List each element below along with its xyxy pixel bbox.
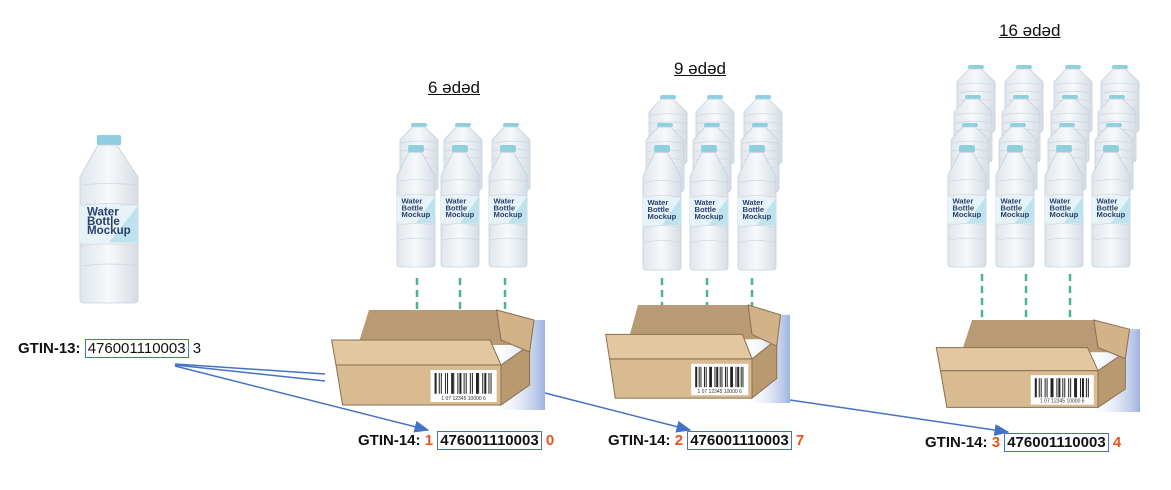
svg-text:Bottle: Bottle — [953, 203, 975, 212]
svg-text:Mockup: Mockup — [743, 212, 772, 221]
svg-text:Mockup: Mockup — [953, 210, 982, 219]
svg-text:1 07 12345 10000 6: 1 07 12345 10000 6 — [697, 389, 742, 395]
svg-text:Water: Water — [1097, 197, 1118, 206]
svg-text:Bottle: Bottle — [494, 203, 516, 212]
gtin14-code-1: GTIN-14: 1 476001110003 0 — [358, 431, 555, 450]
svg-text:Bottle: Bottle — [743, 205, 765, 214]
check-digit: 0 — [545, 432, 555, 449]
svg-text:Bottle: Bottle — [648, 205, 670, 214]
svg-text:Water: Water — [695, 198, 716, 207]
svg-text:Water: Water — [1050, 197, 1071, 206]
svg-text:Water: Water — [648, 198, 669, 207]
svg-text:Bottle: Bottle — [446, 203, 468, 212]
svg-text:Water: Water — [494, 197, 515, 206]
gtin14-label: GTIN-14: — [608, 432, 671, 449]
svg-text:Water: Water — [87, 206, 119, 219]
indicator-digit: 2 — [674, 432, 684, 449]
gtin13-label: GTIN-13: — [18, 340, 81, 357]
indicator-digit: 3 — [991, 434, 1001, 451]
svg-text:1 07 12345 10000 6: 1 07 12345 10000 6 — [1040, 399, 1085, 405]
gtin13-check-digit: 3 — [192, 340, 202, 357]
gtin14-code-3: GTIN-14: 3 476001110003 4 — [925, 433, 1122, 452]
svg-text:Water: Water — [743, 198, 764, 207]
gtin14-label: GTIN-14: — [925, 434, 988, 451]
svg-text:Mockup: Mockup — [648, 212, 677, 221]
gtin13-code: GTIN-13: 476001110003 3 — [18, 339, 202, 358]
svg-text:Bottle: Bottle — [87, 215, 120, 228]
gtin14-code-2: GTIN-14: 2 476001110003 7 — [608, 431, 805, 450]
bottle-group-9: WaterBottleMockupWaterBottleMockupWaterB… — [642, 95, 783, 333]
connector-arrows — [174, 363, 1010, 436]
svg-text:Bottle: Bottle — [402, 203, 424, 212]
gtin14-base: 476001110003 — [1004, 433, 1109, 452]
quantity-label-9: 9 ədəd — [674, 59, 726, 78]
barcode-label: 1 07 12345 10000 6 — [691, 363, 749, 395]
svg-text:Water: Water — [953, 197, 974, 206]
svg-text:Mockup: Mockup — [695, 212, 724, 221]
svg-text:Bottle: Bottle — [1050, 203, 1072, 212]
quantity-label-6: 6 ədəd — [428, 78, 480, 97]
quantity-label-16: 16 ədəd — [999, 21, 1061, 40]
cardboard-box: 1 07 12345 10000 6 — [331, 309, 545, 410]
cardboard-box: 1 07 12345 10000 6 — [935, 319, 1140, 412]
svg-text:Mockup: Mockup — [1001, 210, 1030, 219]
gtin14-base: 476001110003 — [687, 431, 792, 450]
svg-text:Mockup: Mockup — [87, 224, 131, 237]
bottle-group-6: WaterBottleMockupWaterBottleMockupWaterB… — [396, 123, 531, 333]
svg-text:Bottle: Bottle — [695, 205, 717, 214]
svg-text:Bottle: Bottle — [1001, 203, 1023, 212]
svg-text:Mockup: Mockup — [1097, 210, 1126, 219]
svg-text:Water: Water — [446, 197, 467, 206]
check-digit: 4 — [1112, 434, 1122, 451]
gtin13-base: 476001110003 — [84, 339, 189, 358]
svg-text:Mockup: Mockup — [494, 210, 523, 219]
svg-text:Mockup: Mockup — [446, 210, 475, 219]
gtin14-label: GTIN-14: — [358, 432, 421, 449]
indicator-digit: 1 — [424, 432, 434, 449]
svg-text:Mockup: Mockup — [402, 210, 431, 219]
svg-text:Bottle: Bottle — [1097, 203, 1119, 212]
barcode-label: 1 07 12345 10000 6 — [430, 370, 497, 402]
barcode-label: 1 07 12345 10000 6 — [1030, 375, 1094, 405]
svg-text:Water: Water — [402, 197, 423, 206]
cardboard-box: 1 07 12345 10000 6 — [605, 304, 790, 403]
svg-text:Water: Water — [1001, 197, 1022, 206]
gtin14-base: 476001110003 — [437, 431, 542, 450]
bottle-group-16: WaterBottleMockupWaterBottleMockupWaterB… — [947, 65, 1140, 338]
check-digit: 7 — [795, 432, 805, 449]
svg-text:1 07 12345 10000 6: 1 07 12345 10000 6 — [441, 396, 486, 402]
svg-text:Mockup: Mockup — [1050, 210, 1079, 219]
